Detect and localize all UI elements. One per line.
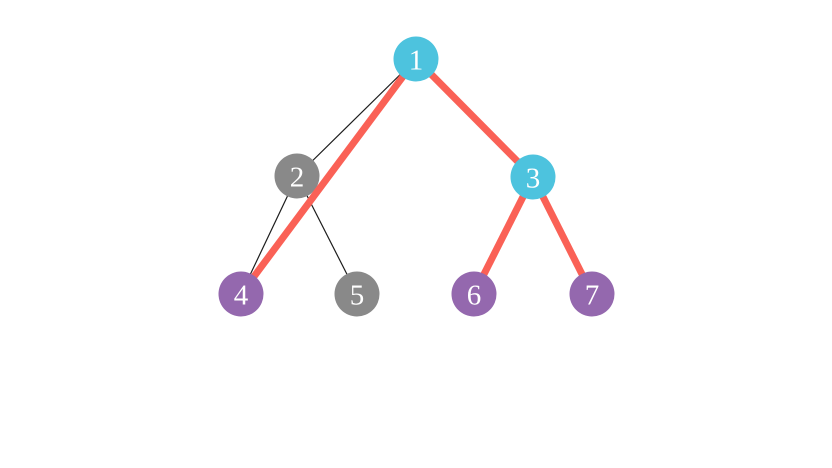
node-6-label: 6 — [467, 279, 482, 311]
node-4-circle — [218, 271, 264, 317]
node-5-circle — [334, 271, 380, 317]
node-3-circle — [510, 154, 556, 200]
node-6-circle — [451, 271, 497, 317]
edge-1-4-highlight — [238, 56, 419, 297]
edge-1-2-plain — [296, 58, 417, 177]
node-4-label: 4 — [234, 279, 249, 311]
node-7: 7 — [569, 271, 615, 317]
node-7-label: 7 — [585, 279, 600, 311]
node-7-circle — [569, 271, 615, 317]
node-5: 5 — [334, 271, 380, 317]
node-5-label: 5 — [350, 279, 365, 311]
node-2-label: 2 — [290, 161, 305, 193]
edge-1-3-highlight — [413, 56, 536, 180]
node-2-circle — [274, 153, 320, 199]
node-1-circle — [393, 36, 439, 82]
node-3-label: 3 — [526, 162, 541, 194]
node-6: 6 — [451, 271, 497, 317]
node-4: 4 — [218, 271, 264, 317]
node-1: 1 — [393, 36, 439, 82]
node-1-label: 1 — [409, 44, 424, 76]
node-2: 2 — [274, 153, 320, 199]
node-3: 3 — [510, 154, 556, 200]
